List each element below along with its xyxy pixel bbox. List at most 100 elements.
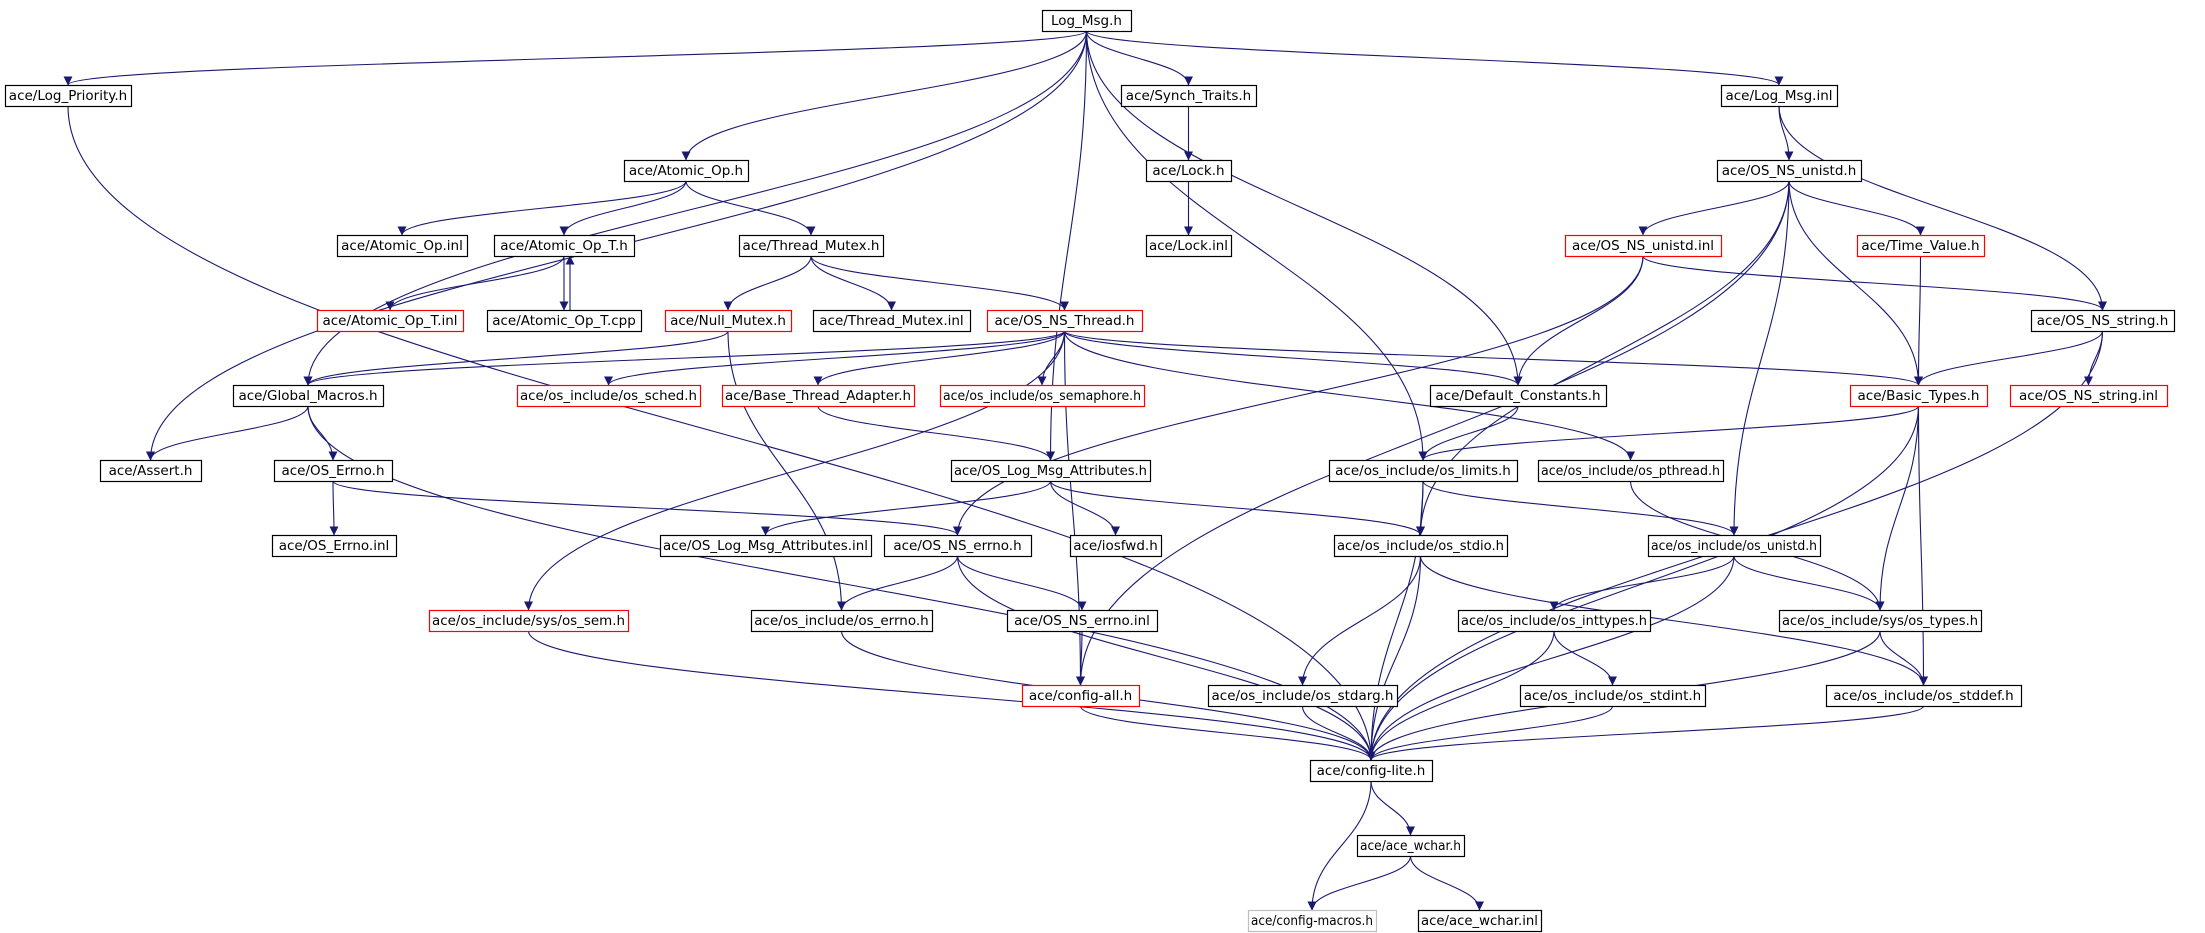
node-box (486, 309, 643, 333)
node-os-unistd[interactable]: ace/os_include/os_unistd.h (1647, 534, 1822, 558)
node-label: ace/os_include/os_stdarg.h (1212, 688, 1394, 704)
node-box (493, 234, 636, 258)
edge-os_ns_errno_h-to-os_ns_errno_inl (956, 555, 1087, 611)
node-label: ace/Basic_Types.h (1858, 388, 1980, 404)
node-config-lite[interactable]: ace/config-lite.h (1309, 759, 1434, 783)
edge-atomic_op_h-to-atomic_op_t_h (559, 180, 687, 236)
node-global-macros[interactable]: ace/Global_Macros.h (232, 384, 385, 408)
node-os-stdint[interactable]: ace/os_include/os_stdint.h (1519, 684, 1707, 708)
node-box (1145, 234, 1233, 258)
node-base-thread-adapter[interactable]: ace/Base_Thread_Adapter.h (721, 384, 916, 408)
edge-os_ns_string_h-to-basic_types (1914, 330, 2104, 386)
node-os-pthread[interactable]: ace/os_include/os_pthread.h (1537, 459, 1725, 483)
edge-ace_wchar_h-to-config_macros (1307, 855, 1412, 911)
node-label: ace/Lock.h (1152, 163, 1224, 179)
node-os-ns-unistd-inl[interactable]: ace/OS_NS_unistd.inl (1564, 234, 1723, 258)
node-label: ace/os_include/os_limits.h (1335, 463, 1511, 479)
edge-log_priority-to-config_lite (67, 105, 1376, 761)
node-thread-mutex-h[interactable]: ace/Thread_Mutex.h (738, 234, 885, 258)
node-box (1356, 834, 1466, 858)
node-label: ace/config-macros.h (1251, 913, 1373, 929)
node-os-limits[interactable]: ace/os_include/os_limits.h (1328, 459, 1519, 483)
node-label: ace/OS_NS_errno.h (893, 538, 1021, 554)
node-os-types[interactable]: ace/os_include/sys/os_types.h (1778, 609, 1983, 633)
node-os-sched[interactable]: ace/os_include/os_sched.h (516, 384, 702, 408)
node-label: ace/OS_NS_string.h (2037, 313, 2169, 329)
edge-ace_wchar_h-to-ace_wchar_inl (1409, 855, 1484, 911)
node-label: ace/OS_NS_string.inl (2019, 388, 2158, 404)
edge-log_msg_inl-to-os_ns_string_h (1778, 105, 2107, 311)
node-os-errno-h[interactable]: ace/OS_Errno.h (273, 459, 394, 483)
node-os-ns-errno-inl[interactable]: ace/OS_NS_errno.inl (1006, 609, 1159, 633)
node-label: ace/Null_Mutex.h (670, 313, 786, 329)
node-os-stdarg[interactable]: ace/os_include/os_stdarg.h (1207, 684, 1399, 708)
node-os-ns-string-h[interactable]: ace/OS_NS_string.h (2030, 309, 2176, 333)
node-box (1021, 684, 1141, 708)
node-os-ns-unistd-h[interactable]: ace/OS_NS_unistd.h (1716, 159, 1863, 183)
node-config-macros[interactable]: ace/config-macros.h (1247, 909, 1378, 933)
node-os-ns-string-inl[interactable]: ace/OS_NS_string.inl (2009, 384, 2169, 408)
node-box (1537, 459, 1725, 483)
node-ace-wchar-inl[interactable]: ace/ace_wchar.inl (1417, 909, 1543, 933)
edge-os_limits-to-os_unistd (1422, 480, 1739, 536)
node-log-msg-inl[interactable]: ace/Log_Msg.inl (1720, 84, 1839, 108)
edge-default_constants-to-os_limits (1418, 405, 1519, 461)
node-label: ace/config-lite.h (1317, 763, 1426, 779)
node-label: ace/Base_Thread_Adapter.h (725, 388, 911, 404)
node-ace-wchar-h[interactable]: ace/ace_wchar.h (1356, 834, 1466, 858)
node-box (623, 159, 750, 183)
nodes: Log_Msg.h ace/Log_Priority.h ace/Synch_Tra… (4, 9, 2176, 933)
node-box (1120, 84, 1258, 108)
node-os-stdio[interactable]: ace/os_include/os_stdio.h (1333, 534, 1509, 558)
node-os-inttypes[interactable]: ace/os_include/os_inttypes.h (1457, 609, 1652, 633)
edge-os_stdio-to-os_stdarg (1298, 555, 1422, 686)
node-lock-inl[interactable]: ace/Lock.inl (1145, 234, 1233, 258)
edge-config_lite-to-config_macros (1307, 780, 1372, 911)
node-atomic-op-t-inl[interactable]: ace/Atomic_Op_T.inl (316, 309, 465, 333)
node-os-ns-thread[interactable]: ace/OS_NS_Thread.h (986, 309, 1144, 333)
node-label: ace/os_include/os_pthread.h (1541, 463, 1720, 479)
node-label: ace/Thread_Mutex.h (743, 238, 880, 254)
node-box (750, 609, 934, 633)
node-lock-h[interactable]: ace/Lock.h (1145, 159, 1233, 183)
node-os-errno-inl[interactable]: ace/OS_Errno.inl (271, 534, 398, 558)
node-time-value[interactable]: ace/Time_Value.h (1856, 234, 1986, 258)
edges (63, 30, 2107, 911)
node-assert-h[interactable]: ace/Assert.h (99, 459, 203, 483)
node-basic-types[interactable]: ace/Basic_Types.h (1849, 384, 1989, 408)
node-os-inc-errno[interactable]: ace/os_include/os_errno.h (750, 609, 934, 633)
edge-os_ns_unistd_inl-to-default_constants (1513, 255, 1644, 386)
edge-log_msg_h-to-synch_traits (1085, 30, 1193, 86)
node-label: ace/Log_Msg.inl (1725, 88, 1832, 104)
node-os-log-msg-attr-inl[interactable]: ace/OS_Log_Msg_Attributes.inl (659, 534, 873, 558)
node-box (1006, 609, 1159, 633)
node-atomic-op-t-cpp[interactable]: ace/Atomic_Op_T.cpp (486, 309, 643, 333)
node-thread-mutex-inl[interactable]: ace/Thread_Mutex.inl (812, 309, 972, 333)
edge-basic_types-to-os_stddef (1917, 405, 1928, 686)
node-null-mutex[interactable]: ace/Null_Mutex.h (664, 309, 793, 333)
node-iosfwd[interactable]: ace/iosfwd.h (1069, 534, 1163, 558)
node-config-all[interactable]: ace/config-all.h (1021, 684, 1141, 708)
node-os-semaphore[interactable]: ace/os_include/os_semaphore.h (939, 384, 1146, 408)
edge-null_mutex-to-global_macros (303, 330, 729, 386)
node-box (812, 309, 972, 333)
node-default-constants[interactable]: ace/Default_Constants.h (1429, 384, 1608, 408)
node-synch-traits[interactable]: ace/Synch_Traits.h (1120, 84, 1258, 108)
node-os-ns-errno-h[interactable]: ace/OS_NS_errno.h (883, 534, 1033, 558)
node-log-msg-h[interactable]: Log_Msg.h (1041, 9, 1133, 33)
node-label: ace/Thread_Mutex.inl (819, 313, 963, 329)
node-os-log-msg-attr[interactable]: ace/OS_Log_Msg_Attributes.h (950, 459, 1152, 483)
node-log-priority[interactable]: ace/Log_Priority.h (4, 84, 133, 108)
node-box (950, 459, 1152, 483)
edge-os_ns_thread-to-base_thread_adapter (813, 330, 1066, 386)
node-label: ace/os_include/sys/os_sem.h (432, 613, 625, 629)
node-atomic-op-h[interactable]: ace/Atomic_Op.h (623, 159, 750, 183)
node-label: ace/os_include/os_stdint.h (1524, 688, 1701, 704)
node-os-stddef[interactable]: ace/os_include/os_stddef.h (1825, 684, 2023, 708)
node-atomic-op-t-h[interactable]: ace/Atomic_Op_T.h (493, 234, 636, 258)
node-label: ace/Synch_Traits.h (1126, 88, 1251, 104)
node-os-sem[interactable]: ace/os_include/sys/os_sem.h (428, 609, 630, 633)
node-atomic-op-inl[interactable]: ace/Atomic_Op.inl (336, 234, 469, 258)
edge-atomic_op_h-to-thread_mutex_h (685, 180, 816, 236)
